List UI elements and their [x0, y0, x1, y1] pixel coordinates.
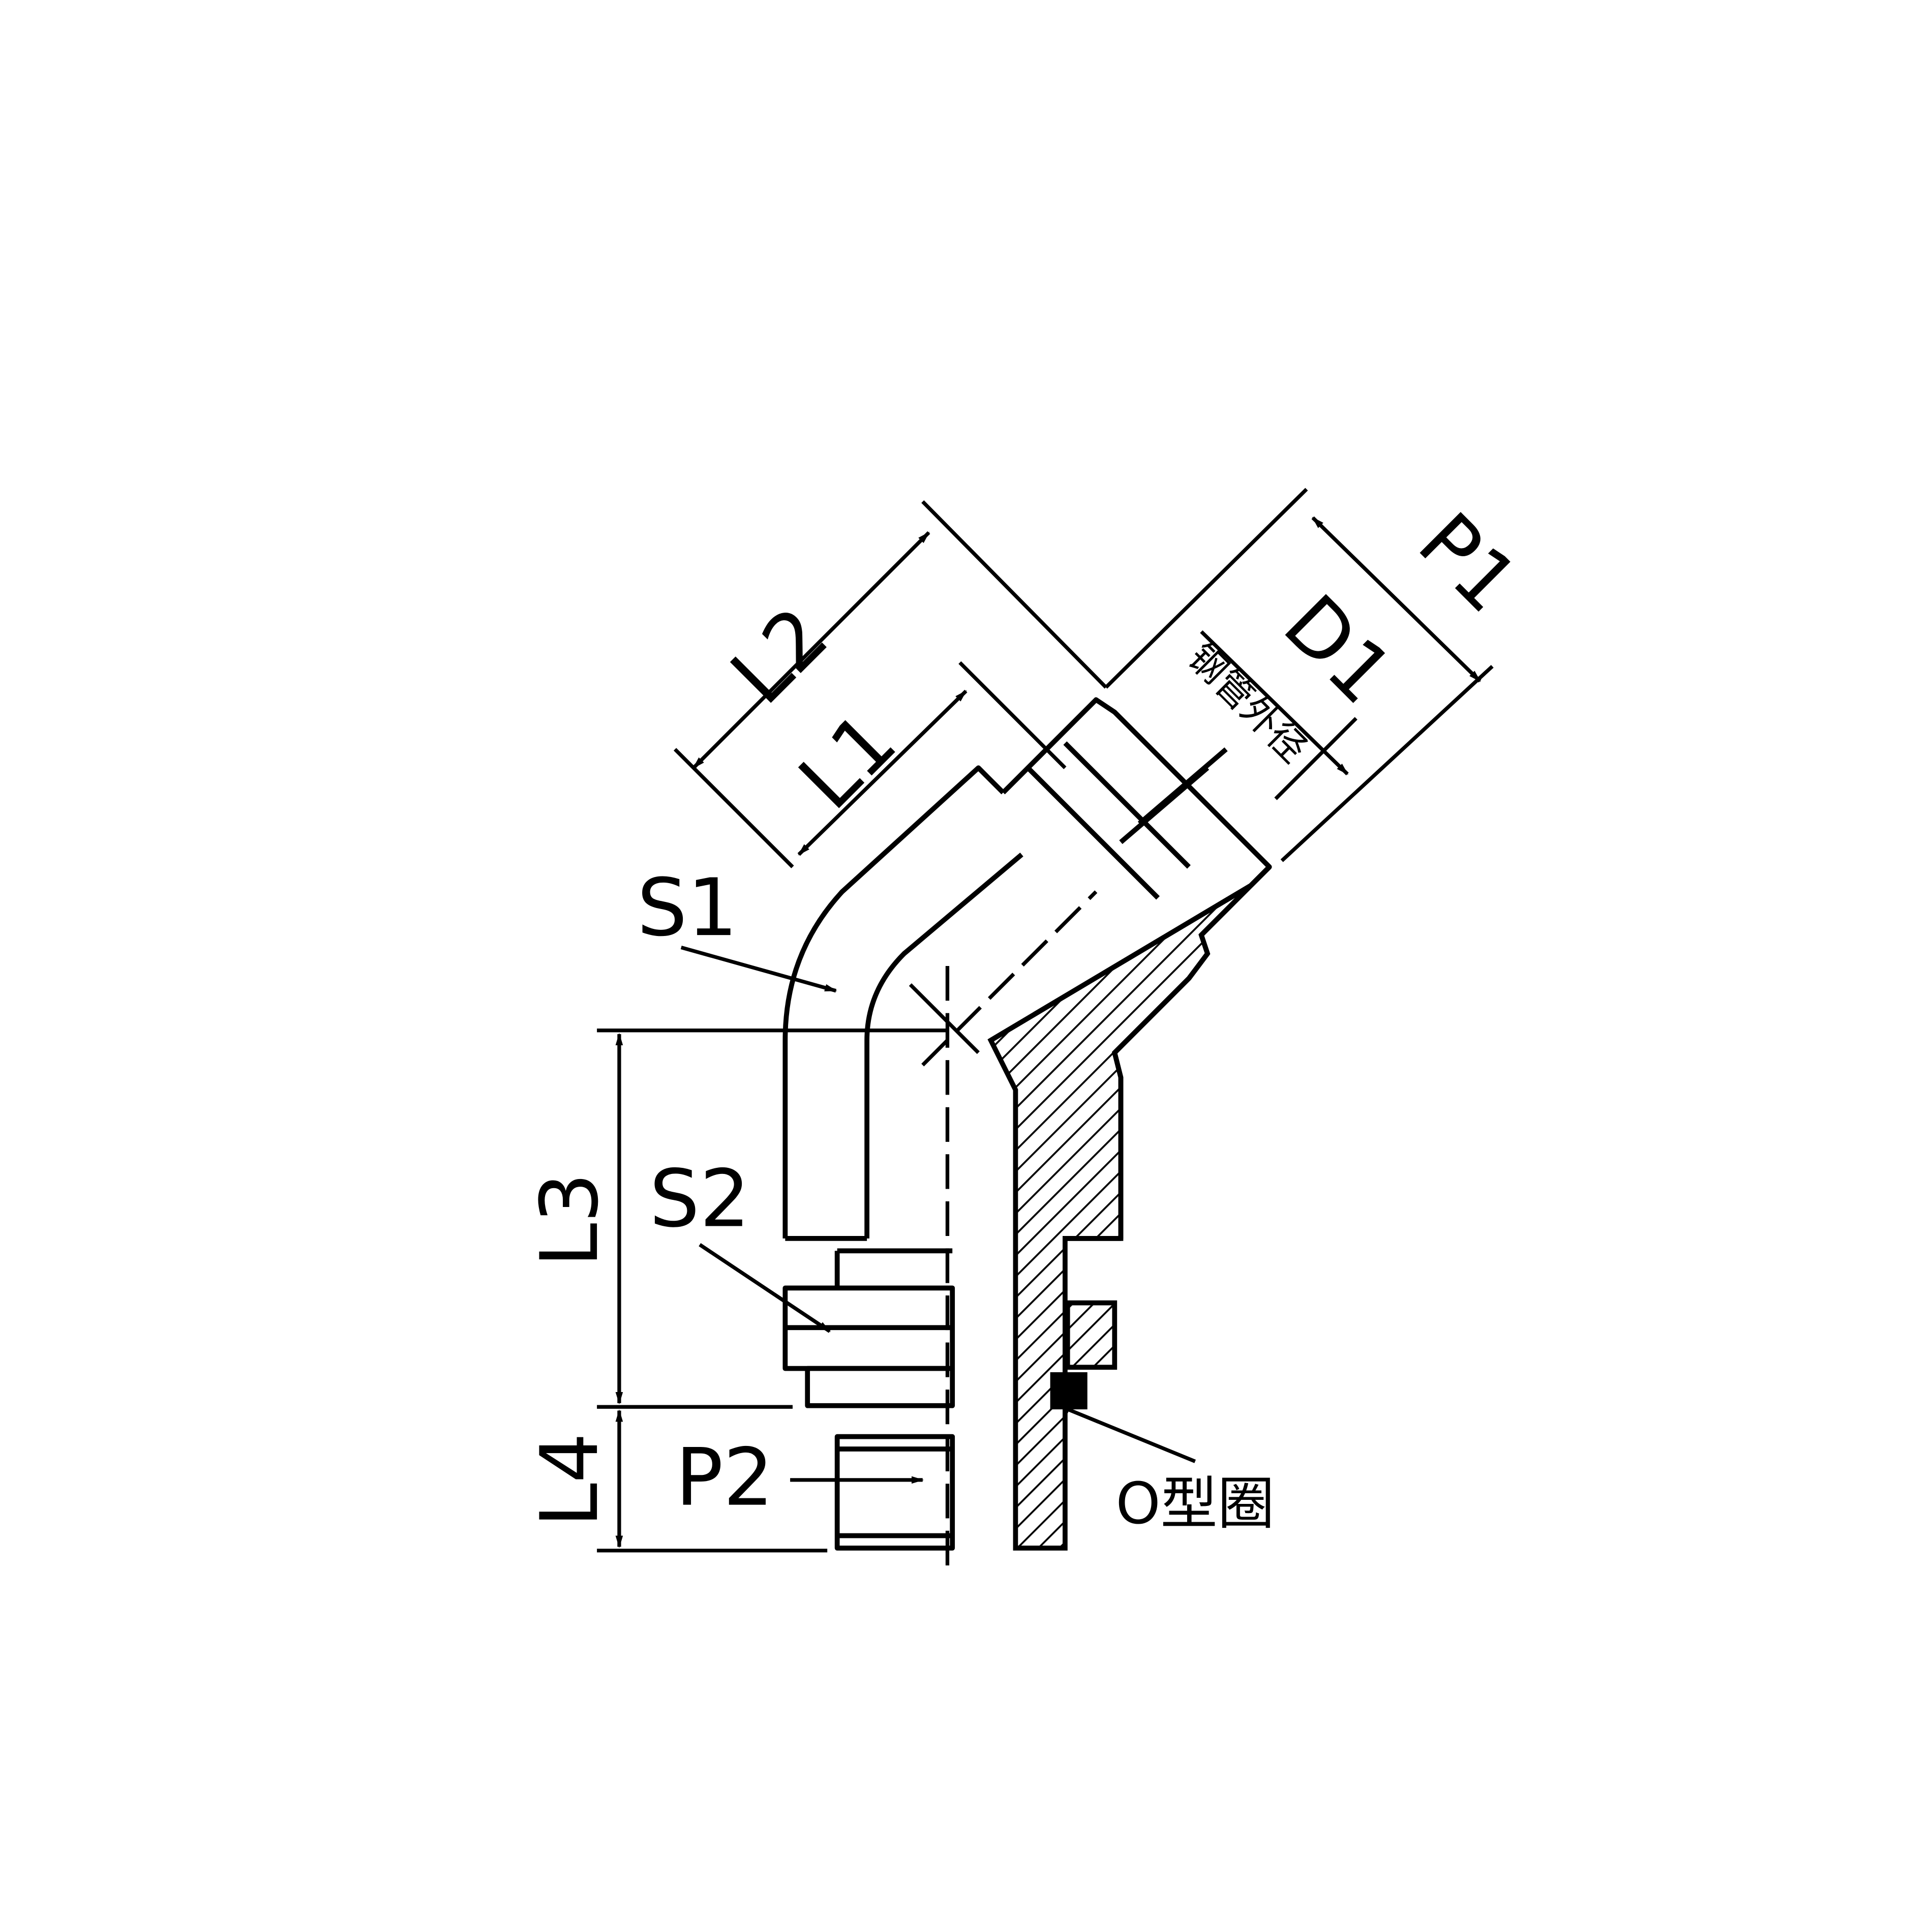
- label-l3: L3: [523, 1172, 616, 1267]
- label-p2: P2: [675, 1431, 773, 1524]
- label-l1: L1: [781, 695, 914, 827]
- center-lines: [909, 890, 1098, 1573]
- o-ring: [1065, 1300, 1118, 1370]
- label-s1: S1: [637, 861, 738, 954]
- label-p1: P1: [1401, 495, 1536, 630]
- dimension-lines: [597, 488, 1494, 1553]
- label-o-ring: O型圈: [1115, 1471, 1274, 1537]
- label-l4: L4: [523, 1433, 616, 1527]
- label-l2: L2: [713, 589, 846, 721]
- section-hatch: [987, 865, 1272, 1551]
- label-d1: D1: [1266, 577, 1411, 721]
- label-s2: S2: [649, 1153, 750, 1245]
